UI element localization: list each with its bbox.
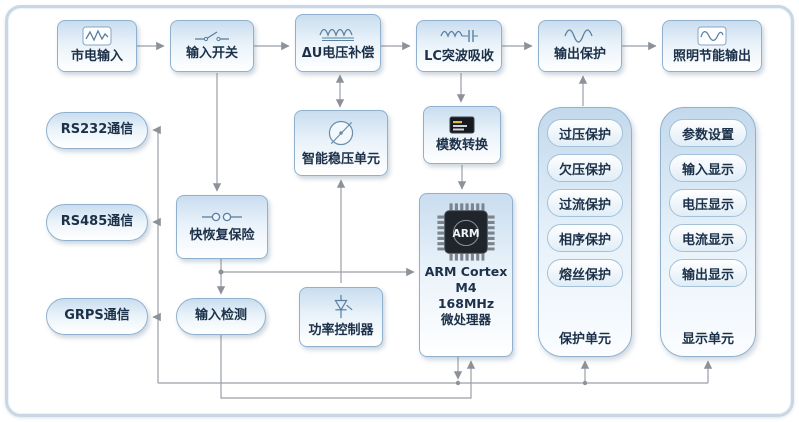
- switch-icon: [193, 29, 231, 43]
- protection-item: 过压保护: [547, 119, 623, 147]
- sine-wave-icon: [563, 28, 597, 44]
- protection-item: 相序保护: [547, 224, 623, 252]
- node-label: 快恢复保险: [189, 228, 255, 244]
- node-label: 输入开关: [185, 46, 238, 62]
- protection-item: 熔丝保护: [547, 259, 623, 287]
- pill-label: 电流显示: [681, 232, 734, 248]
- display-item: 参数设置: [669, 119, 747, 147]
- pill-label: 输入显示: [681, 162, 734, 178]
- node-label: 输入检测: [194, 308, 247, 324]
- display-item: 电压显示: [669, 189, 747, 217]
- adc-node: 模数转换: [423, 106, 501, 164]
- rs485-comm-node: RS485通信: [46, 204, 148, 241]
- rs232-comm-node: RS232通信: [46, 112, 148, 149]
- pill-label: 过压保护: [558, 127, 611, 143]
- arm-chip-icon: ARM: [435, 201, 497, 263]
- input-detect-node: 输入检测: [176, 298, 266, 335]
- diagram-frame-border: [5, 5, 794, 417]
- protection-item: 过流保护: [547, 189, 623, 217]
- node-label: ΔU电压补偿: [301, 46, 375, 62]
- output-waveform-icon: [697, 26, 727, 46]
- display-item: 输入显示: [669, 154, 747, 182]
- pill-label: 欠压保护: [558, 162, 611, 178]
- pill-label: 过流保护: [558, 197, 611, 213]
- voltage-regulator-node: 智能稳压单元: [294, 110, 388, 176]
- lighting-output-node: 照明节能输出: [662, 20, 762, 72]
- node-label: 模数转换: [435, 138, 488, 154]
- lc-surge-absorber-node: LC突波吸收: [416, 20, 502, 72]
- node-label: RS485通信: [60, 214, 134, 230]
- mcu-line: 微处理器: [440, 312, 491, 327]
- gauge-icon: [324, 117, 358, 149]
- fast-recovery-fuse-node: 快恢复保险: [176, 195, 268, 259]
- fuse-icon: [200, 209, 244, 225]
- mains-input-node: 市电输入: [57, 20, 137, 72]
- node-label: 输出保护: [553, 47, 606, 63]
- mcu-node: ARM ARM Cortex M4 168MHz 微处理器: [419, 193, 513, 357]
- power-controller-node: 功率控制器: [299, 287, 383, 347]
- pill-label: 相序保护: [558, 232, 611, 248]
- protection-item: 欠压保护: [547, 154, 623, 182]
- inductor-icon: [316, 23, 360, 43]
- node-label: GRPS通信: [64, 308, 130, 324]
- node-label: 智能稳压单元: [301, 152, 380, 168]
- mcu-line: 168MHz: [437, 296, 495, 311]
- protection-panel-title: 保护单元: [558, 332, 611, 347]
- node-label: RS232通信: [60, 122, 134, 138]
- node-label: LC突波吸收: [424, 49, 494, 65]
- node-label: 功率控制器: [308, 323, 374, 339]
- input-switch-node: 输入开关: [170, 20, 254, 72]
- pill-label: 电压显示: [681, 197, 734, 213]
- node-label: 照明节能输出: [672, 49, 751, 65]
- mains-waveform-icon: [82, 26, 112, 46]
- adc-chip-icon: [449, 115, 475, 135]
- node-label: 市电输入: [70, 49, 123, 65]
- arm-chip-label: ARM: [452, 227, 479, 240]
- output-protection-node: 输出保护: [538, 20, 622, 72]
- display-item: 输出显示: [669, 259, 747, 287]
- gprs-comm-node: GRPS通信: [46, 298, 148, 335]
- pill-label: 输出显示: [681, 267, 734, 283]
- display-panel-title: 显示单元: [681, 332, 734, 347]
- display-item: 电流显示: [669, 224, 747, 252]
- pill-label: 参数设置: [681, 127, 734, 143]
- mcu-line: M4: [455, 280, 477, 295]
- voltage-compensation-node: ΔU电压补偿: [295, 14, 381, 72]
- protection-panel: 过压保护 欠压保护 过流保护 相序保护 熔丝保护 保护单元: [538, 107, 632, 357]
- pill-label: 熔丝保护: [558, 267, 611, 283]
- thyristor-icon: [327, 294, 355, 320]
- display-panel: 参数设置 输入显示 电压显示 电流显示 输出显示 显示单元: [660, 107, 756, 357]
- mcu-line: ARM Cortex: [424, 264, 508, 279]
- lc-filter-icon: [438, 26, 480, 46]
